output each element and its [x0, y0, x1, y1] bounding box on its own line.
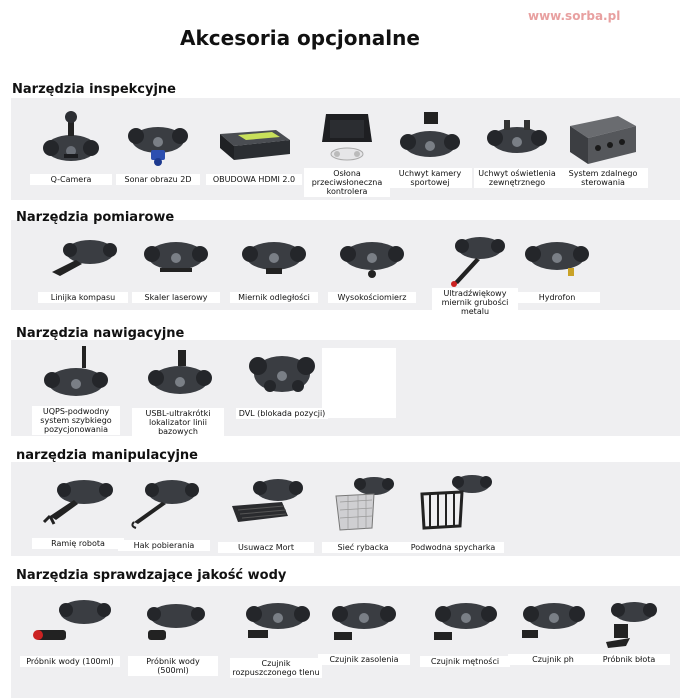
product-label: Q-Camera: [30, 174, 112, 185]
product-label: Usuwacz Mort: [218, 542, 314, 553]
product-item[interactable]: Podwodna spycharka: [402, 472, 504, 554]
drone-dozer-icon: [410, 472, 496, 532]
product-item[interactable]: Sieć rybacka: [322, 472, 404, 554]
product-label: System zdalnego sterowania: [558, 168, 648, 188]
product-label: Czujnik zasolenia: [318, 654, 410, 665]
product-item[interactable]: Czujnik zasolenia: [318, 596, 410, 672]
product-item[interactable]: Linijka kompasu: [38, 230, 128, 308]
drone-salinity-sensor-icon: [326, 596, 402, 656]
drone-oxygen-sensor-icon: [238, 596, 314, 656]
product-label: Próbnik wody (100ml): [20, 656, 120, 667]
drone-uqps-icon: [40, 346, 112, 406]
product-item[interactable]: Usuwacz Mort: [218, 472, 314, 554]
product-item[interactable]: Próbnik błota: [588, 596, 670, 674]
drone-with-camera-icon: [38, 110, 104, 170]
product-item[interactable]: Ramię robota: [32, 472, 124, 550]
product-label: Sieć rybacka: [322, 542, 404, 553]
section-manipulation: narzędzia manipulacyjne Ramię robota Hak…: [0, 446, 691, 558]
product-label: Czujnik mętności: [420, 656, 510, 667]
product-item[interactable]: Hak pobierania: [118, 472, 210, 552]
drone-dvl-icon: [244, 346, 320, 406]
drone-ph-sensor-icon: [516, 596, 590, 656]
product-label: Hak pobierania: [118, 540, 210, 551]
product-item[interactable]: Czujnik rozpuszczonego tlenu: [230, 596, 322, 686]
product-item[interactable]: Miernik odległości: [230, 230, 318, 308]
product-item[interactable]: Osłona przeciwsłoneczna kontrolera: [304, 110, 390, 197]
product-label: Miernik odległości: [230, 292, 318, 303]
section-heading: Narzędzia nawigacyjne: [16, 326, 185, 341]
drone-water-sampler-100-icon: [28, 594, 112, 654]
drone-action-camera-icon: [396, 110, 464, 170]
product-label: Hydrofon: [514, 292, 600, 303]
drone-distance-meter-icon: [238, 230, 310, 290]
product-label: Podwodna spycharka: [402, 542, 504, 553]
product-label: Ramię robota: [32, 538, 124, 549]
section-heading: Narzędzia sprawdzające jakość wody: [16, 568, 287, 583]
empty-slot: [322, 348, 396, 418]
section-measurement: Narzędzia pomiarowe Linijka kompasu Skal…: [0, 208, 691, 317]
product-label: Ultradźwiękowy miernik grubości metalu: [432, 288, 518, 317]
product-item[interactable]: Wysokościomierz: [328, 230, 416, 308]
product-item[interactable]: Q-Camera: [30, 110, 112, 190]
product-item[interactable]: Próbnik wody (500ml): [128, 596, 218, 682]
drone-altimeter-icon: [336, 230, 408, 290]
product-item[interactable]: System zdalnego sterowania: [558, 110, 648, 196]
section-inspection: Narzędzia inspekcyjne Q-Camera Sonar obr…: [0, 80, 691, 200]
product-item[interactable]: Ultradźwiękowy miernik grubości metalu: [432, 230, 518, 317]
product-item[interactable]: Skaler laserowy: [132, 230, 220, 308]
product-label: UQPS-podwodny system szybkiego pozycjono…: [32, 406, 120, 435]
product-label: DVL (blokada pozycji): [236, 408, 328, 419]
section-band: [11, 586, 680, 698]
section-heading: Narzędzia inspekcyjne: [12, 82, 176, 97]
remote-control-box-icon: [566, 110, 640, 170]
drone-turbidity-sensor-icon: [428, 596, 502, 656]
product-label: Próbnik błota: [588, 654, 670, 665]
product-item[interactable]: OBUDOWA HDMI 2.0: [206, 114, 302, 190]
drone-mort-remover-icon: [226, 472, 306, 532]
drone-usbl-icon: [140, 346, 216, 406]
product-label: Skaler laserowy: [132, 292, 220, 303]
product-item[interactable]: Czujnik ph: [508, 596, 598, 674]
product-label: Próbnik wody (500ml): [128, 656, 218, 676]
drone-robot-arm-icon: [40, 472, 116, 532]
product-label: Uchwyt oświetlenia zewnętrznego: [474, 168, 560, 188]
drone-thickness-gauge-icon: [440, 230, 510, 290]
controller-sunshade-icon: [312, 110, 382, 170]
product-item[interactable]: UQPS-podwodny system szybkiego pozycjono…: [32, 346, 120, 436]
section-heading: narzędzia manipulacyjne: [16, 448, 198, 463]
product-label: Uchwyt kamery sportowej: [388, 168, 472, 188]
drone-water-sampler-500-icon: [136, 596, 210, 656]
product-item[interactable]: Próbnik wody (100ml): [20, 594, 120, 684]
product-label: Linijka kompasu: [38, 292, 128, 303]
drone-compass-ruler-icon: [46, 230, 120, 290]
product-label: Czujnik rozpuszczonego tlenu: [230, 658, 322, 678]
product-item[interactable]: DVL (blokada pozycji): [236, 346, 328, 426]
product-item[interactable]: Sonar obrazu 2D: [116, 110, 200, 190]
page-title: Akcesoria opcjonalne: [180, 26, 420, 50]
product-item[interactable]: USBL-ultrakrótki lokalizator linii bazow…: [132, 346, 224, 437]
product-label: Wysokościomierz: [328, 292, 416, 303]
product-label: OBUDOWA HDMI 2.0: [206, 174, 302, 185]
product-item[interactable]: Czujnik mętności: [420, 596, 510, 676]
hdmi-box-icon: [214, 114, 294, 174]
drone-fishing-net-icon: [330, 472, 396, 532]
product-label: Czujnik ph: [508, 654, 598, 665]
product-item[interactable]: Uchwyt kamery sportowej: [388, 110, 472, 196]
section-navigation: Narzędzia nawigacyjne UQPS-podwodny syst…: [0, 324, 691, 438]
drone-light-mount-icon: [482, 110, 552, 170]
drone-mud-sampler-icon: [596, 596, 662, 656]
drone-with-sonar-icon: [124, 110, 192, 170]
drone-laser-scaler-icon: [140, 230, 212, 290]
section-heading: Narzędzia pomiarowe: [16, 210, 175, 225]
watermark: www.sorba.pl: [528, 9, 621, 23]
product-label: Sonar obrazu 2D: [116, 174, 200, 185]
product-label: USBL-ultrakrótki lokalizator linii bazow…: [132, 408, 224, 437]
product-item[interactable]: Hydrofon: [514, 230, 600, 308]
product-label: Osłona przeciwsłoneczna kontrolera: [304, 168, 390, 197]
drone-hook-icon: [126, 472, 202, 532]
section-water-quality: Narzędzia sprawdzające jakość wody Próbn…: [0, 566, 691, 700]
product-item[interactable]: Uchwyt oświetlenia zewnętrznego: [474, 110, 560, 196]
drone-hydrophone-icon: [522, 230, 592, 290]
